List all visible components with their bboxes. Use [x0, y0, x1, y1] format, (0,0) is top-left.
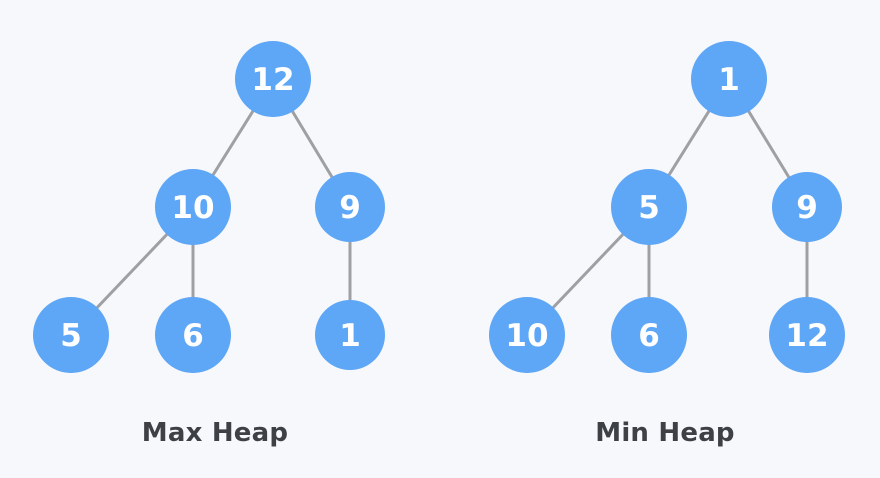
tree-node-value: 9 [339, 190, 361, 226]
tree-node-value: 5 [638, 190, 660, 226]
tree-node[interactable]: 1 [691, 41, 767, 117]
tree-node[interactable]: 5 [611, 169, 687, 245]
tree-node-circle[interactable] [155, 297, 231, 373]
tree-node[interactable]: 9 [315, 172, 385, 242]
tree-node-circle[interactable] [691, 41, 767, 117]
tree-node[interactable]: 9 [772, 172, 842, 242]
tree-node-value: 10 [171, 190, 214, 226]
tree-node-circle[interactable] [33, 297, 109, 373]
tree-node-circle[interactable] [611, 297, 687, 373]
tree-node[interactable]: 5 [33, 297, 109, 373]
tree-node-value: 5 [60, 318, 82, 354]
tree-node[interactable]: 6 [611, 297, 687, 373]
min-heap-caption: Min Heap [595, 418, 735, 448]
tree-node-value: 10 [505, 318, 548, 354]
tree-node-circle[interactable] [772, 172, 842, 242]
tree-node-circle[interactable] [235, 41, 311, 117]
tree-node-value: 1 [339, 318, 361, 354]
tree-node-value: 6 [638, 318, 660, 354]
nodes-layer: 12 10 9 5 6 1 1 5 9 10 6 12 [33, 41, 845, 373]
tree-node[interactable]: 10 [489, 297, 565, 373]
tree-node[interactable]: 6 [155, 297, 231, 373]
tree-node-circle[interactable] [489, 297, 565, 373]
tree-node-value: 1 [718, 62, 740, 98]
tree-node-value: 6 [182, 318, 204, 354]
tree-node-circle[interactable] [315, 300, 385, 370]
tree-node-circle[interactable] [315, 172, 385, 242]
tree-node-circle[interactable] [769, 297, 845, 373]
tree-node-value: 12 [251, 62, 294, 98]
tree-node-value: 12 [785, 318, 828, 354]
tree-node-circle[interactable] [155, 169, 231, 245]
tree-node[interactable]: 10 [155, 169, 231, 245]
tree-node-value: 9 [796, 190, 818, 226]
max-heap-caption: Max Heap [141, 418, 289, 448]
tree-node[interactable]: 12 [235, 41, 311, 117]
tree-node[interactable]: 12 [769, 297, 845, 373]
tree-node[interactable]: 1 [315, 300, 385, 370]
tree-node-circle[interactable] [611, 169, 687, 245]
